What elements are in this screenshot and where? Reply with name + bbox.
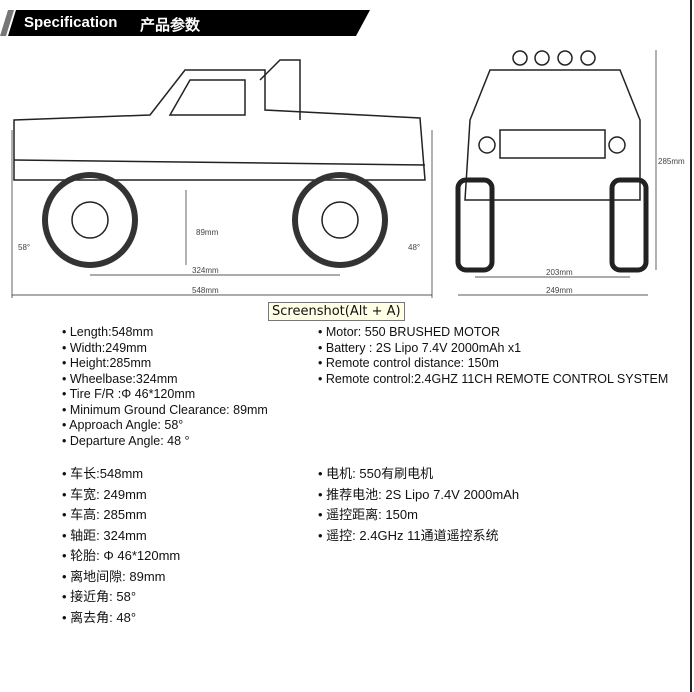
- cn-item: 车宽: 249mm: [62, 485, 180, 506]
- spec-item: Width:249mm: [62, 341, 268, 357]
- spec-item: Approach Angle: 58°: [62, 418, 268, 434]
- spec-item: Remote control:2.4GHZ 11CH REMOTE CONTRO…: [318, 372, 668, 388]
- dim-departure: 48°: [408, 243, 420, 252]
- screenshot-tooltip: Screenshot(Alt + A): [268, 302, 405, 321]
- cn-item: 车长:548mm: [62, 464, 180, 485]
- truck-diagram: 89mm 324mm 548mm 58° 48° 285mm 203mm 249…: [11, 50, 685, 298]
- spec-item: Minimum Ground Clearance: 89mm: [62, 403, 268, 419]
- specs-left-list: Length:548mm Width:249mm Height:285mm Wh…: [62, 325, 268, 449]
- spec-item: Wheelbase:324mm: [62, 372, 268, 388]
- front-view-truck: [455, 50, 657, 296]
- side-view-truck: [11, 59, 433, 298]
- cn-left-list: 车长:548mm 车宽: 249mm 车高: 285mm 轴距: 324mm 轮…: [62, 464, 180, 628]
- cn-item: 遥控距离: 150m: [318, 505, 519, 526]
- specs-right-list: Motor: 550 BRUSHED MOTOR Battery : 2S Li…: [318, 325, 668, 387]
- cn-item: 推荐电池: 2S Lipo 7.4V 2000mAh: [318, 485, 519, 506]
- cn-item: 电机: 550有刷电机: [318, 464, 519, 485]
- header-title-en: Specification: [24, 14, 118, 31]
- spec-item: Remote control distance: 150m: [318, 356, 668, 372]
- dim-clearance: 89mm: [196, 228, 219, 237]
- spec-item: Departure Angle: 48 °: [62, 434, 268, 450]
- spec-item: Length:548mm: [62, 325, 268, 341]
- dim-wheelbase: 324mm: [192, 266, 219, 275]
- dim-track: 203mm: [546, 268, 573, 277]
- cn-right-list: 电机: 550有刷电机 推荐电池: 2S Lipo 7.4V 2000mAh 遥…: [318, 464, 519, 546]
- cn-item: 轴距: 324mm: [62, 526, 180, 547]
- header-title-cn: 产品参数: [140, 17, 201, 34]
- border-line: [690, 0, 692, 692]
- cn-item: 遥控: 2.4GHz 11通道遥控系统: [318, 526, 519, 547]
- dim-height: 285mm: [658, 157, 685, 166]
- cn-item: 轮胎: Φ 46*120mm: [62, 546, 180, 567]
- cn-item: 接近角: 58°: [62, 587, 180, 608]
- header-banner: Specification 产品参数: [8, 10, 370, 36]
- cn-item: 离地间隙: 89mm: [62, 567, 180, 588]
- spec-item: Battery : 2S Lipo 7.4V 2000mAh x1: [318, 341, 668, 357]
- spec-item: Motor: 550 BRUSHED MOTOR: [318, 325, 668, 341]
- cn-item: 离去角: 48°: [62, 608, 180, 629]
- spec-item: Tire F/R :Φ 46*120mm: [62, 387, 268, 403]
- dim-width: 249mm: [546, 286, 573, 295]
- spec-item: Height:285mm: [62, 356, 268, 372]
- dim-length: 548mm: [192, 286, 219, 295]
- cn-item: 车高: 285mm: [62, 505, 180, 526]
- dim-approach: 58°: [18, 243, 30, 252]
